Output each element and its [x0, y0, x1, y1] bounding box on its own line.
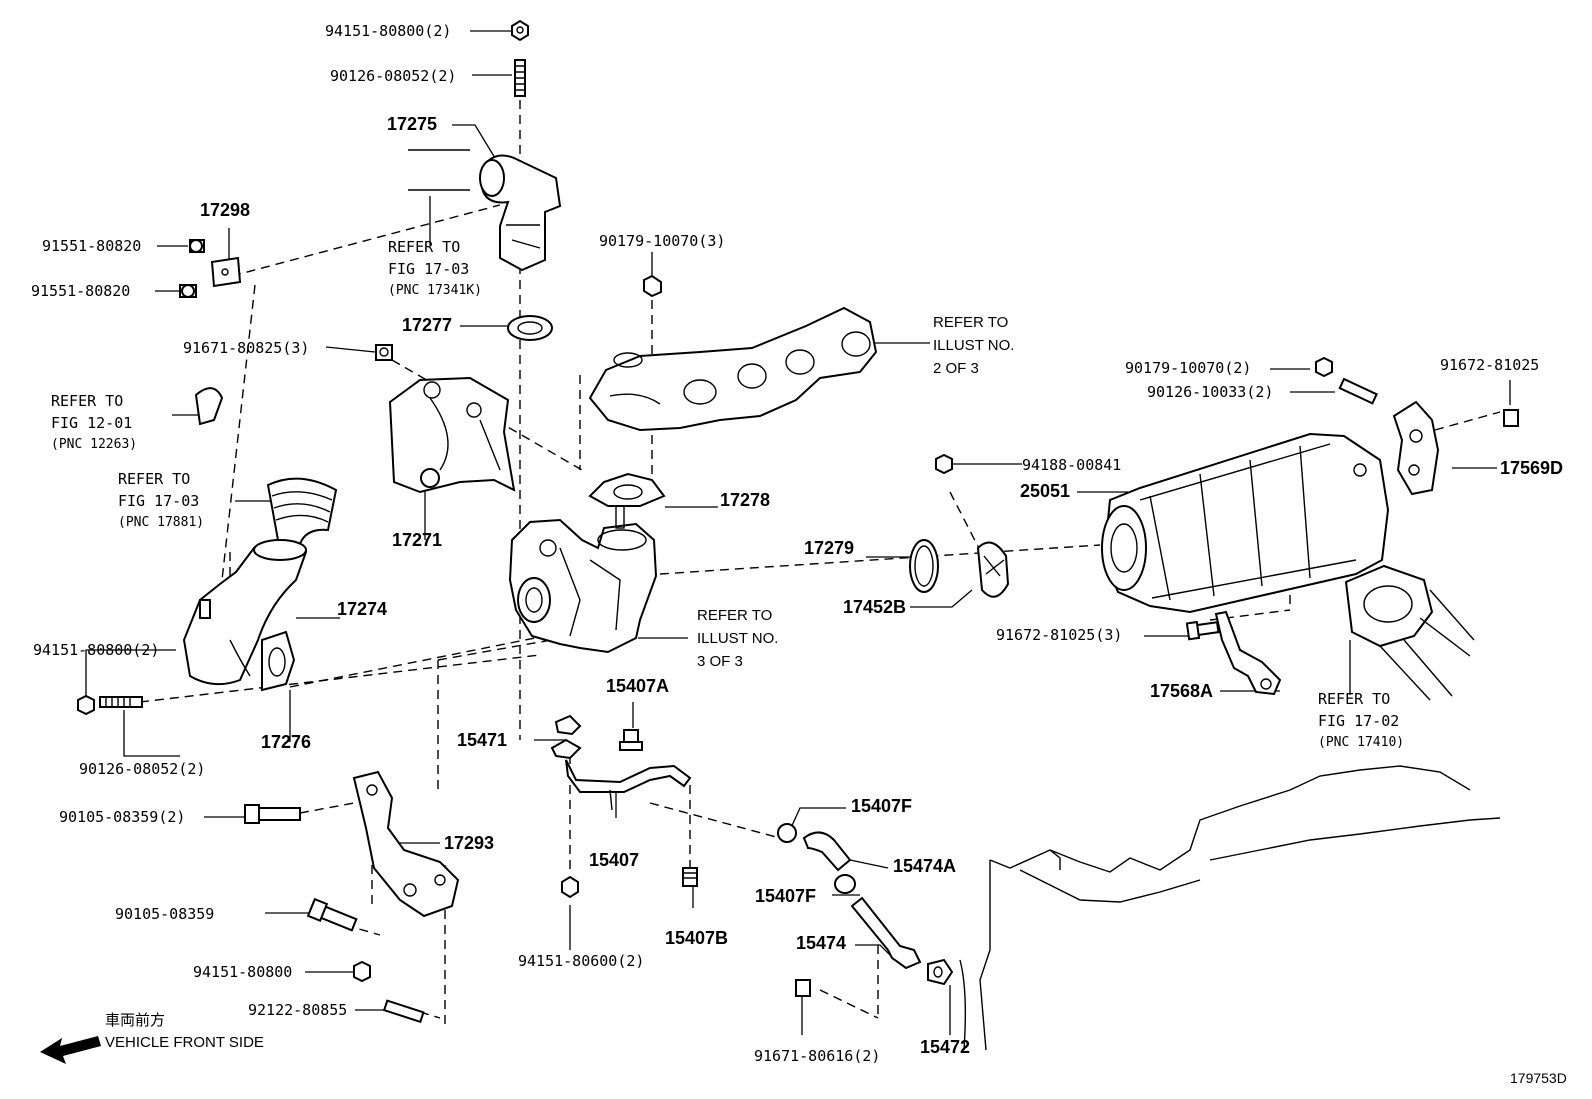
part-exhaust-manifold: [588, 306, 878, 432]
pn-92122-80855: 92122-80855: [248, 1001, 348, 1019]
callout-15407: 15407: [589, 850, 640, 870]
callout-17277: 17277: [402, 315, 453, 335]
pn-91551-80820-b: 91551-80820: [31, 282, 131, 300]
part-15474A-hose: [802, 831, 852, 872]
part-15407F-clamp: [834, 874, 856, 894]
vehicle-front-arrow: [40, 1036, 101, 1064]
part-17278-gasket: [588, 472, 666, 507]
illust-line-3: 2 OF 3: [933, 360, 979, 377]
illust-line-2: ILLUST NO.: [933, 337, 1015, 354]
ref-line-2: FIG 12-01: [51, 414, 133, 432]
illust-line-1: REFER TO: [697, 607, 773, 624]
part-air-hose: [194, 387, 338, 546]
illust-line-2: ILLUST NO.: [697, 630, 779, 647]
ref-line-3: (PNC 17341K): [388, 283, 482, 298]
callout-15407F-lower: 15407F: [755, 886, 817, 906]
ref-fig-17-03-17341K: REFER TO FIG 17-03 (PNC 17341K): [388, 236, 482, 302]
pn-90179-10070-2: 90179-10070(2): [1125, 359, 1252, 377]
ref-line-3: (PNC 17881): [118, 515, 205, 530]
pn-90105-08359: 90105-08359: [115, 905, 215, 923]
part-17452B-clamp: [976, 541, 1010, 598]
pn-91672-81025-3: 91672-81025(3): [996, 626, 1123, 644]
part-front-pipe: [1344, 564, 1475, 701]
illust-line-1: REFER TO: [933, 314, 1009, 331]
pn-94151-80800-top: 94151-80800(2): [325, 22, 452, 40]
part-25051-converter: [1101, 432, 1390, 614]
pn-91671-80825: 91671-80825(3): [183, 339, 310, 357]
pn-94151-80600: 94151-80600(2): [518, 952, 645, 970]
pn-94188-00841: 94188-00841: [1022, 456, 1122, 474]
part-17293-bracket: [352, 770, 460, 918]
pn-90179-10070-3: 90179-10070(3): [599, 232, 726, 250]
ref-line-1: REFER TO: [118, 470, 191, 488]
ref-line-3: (PNC 12263): [51, 437, 138, 452]
callout-17298: 17298: [200, 200, 251, 220]
callout-17275: 17275: [387, 114, 438, 134]
pn-90126-10033: 90126-10033(2): [1147, 383, 1274, 401]
ref-line-2: FIG 17-03: [118, 492, 200, 510]
part-17569D-bracket: [1392, 400, 1440, 496]
ref-fig-12-01-12263: REFER TO FIG 12-01 (PNC 12263): [51, 390, 137, 456]
ref-line-1: REFER TO: [388, 238, 461, 256]
pn-90126-08052-top: 90126-08052(2): [330, 67, 457, 85]
callout-17279: 17279: [804, 538, 855, 558]
leader-lines: [85, 30, 1511, 1035]
pn-90105-08359-2: 90105-08359(2): [59, 808, 186, 826]
ref-illust-2-of-3: REFER TO ILLUST NO. 2 OF 3: [933, 311, 1014, 380]
callout-15407F-upper: 15407F: [851, 796, 913, 816]
part-17568A-bracket: [1214, 610, 1282, 696]
pn-91551-80820-a: 91551-80820: [42, 237, 142, 255]
vehicle-front-caption: 車両前方 VEHICLE FRONT SIDE: [105, 1010, 264, 1054]
part-17277-gasket: [507, 315, 553, 341]
ref-line-3: (PNC 17410): [1318, 735, 1405, 750]
callout-17271: 17271: [392, 530, 443, 550]
callout-17569D: 17569D: [1500, 458, 1564, 478]
part-17274-elbow-pipe: [182, 539, 308, 686]
part-turbocharger: [508, 505, 658, 654]
figure-id: 179753D: [1510, 1070, 1567, 1086]
callout-17276: 17276: [261, 732, 312, 752]
assembly-dashed-lines: [139, 100, 1501, 1025]
part-15472-gasket: [927, 958, 954, 986]
callout-15472: 15472: [920, 1037, 971, 1057]
engine-outline: [959, 765, 1501, 1051]
callout-15471: 15471: [457, 730, 508, 750]
callout-15407A: 15407A: [606, 676, 670, 696]
ref-illust-3-of-3: REFER TO ILLUST NO. 3 OF 3: [697, 604, 778, 673]
fasteners: [77, 19, 1519, 1024]
part-15407-oil-pipe: [550, 714, 692, 811]
callout-15474: 15474: [796, 933, 847, 953]
pn-94151-80800-low: 94151-80800: [193, 963, 293, 981]
callout-25051: 25051: [1020, 481, 1071, 501]
callout-17278: 17278: [720, 490, 771, 510]
callout-15474A: 15474A: [893, 856, 957, 876]
vehicle-front-jp: 車両前方: [105, 1012, 166, 1029]
vehicle-front-en: VEHICLE FRONT SIDE: [105, 1034, 264, 1051]
part-17279-ring: [909, 539, 939, 593]
pn-91672-81025: 91672-81025: [1440, 356, 1540, 374]
callout-17293: 17293: [444, 833, 495, 853]
callout-17452B: 17452B: [843, 597, 907, 617]
ref-line-1: REFER TO: [51, 392, 124, 410]
part-17276-gasket: [261, 630, 296, 692]
pn-90126-08052-left: 90126-08052(2): [79, 760, 206, 778]
ref-fig-17-03-17881: REFER TO FIG 17-03 (PNC 17881): [118, 468, 204, 534]
illust-line-3: 3 OF 3: [697, 653, 743, 670]
part-17275-elbow: [408, 149, 562, 272]
part-15474-pipe: [850, 896, 922, 970]
part-17271-insulator: [388, 376, 516, 494]
callout-17274: 17274: [337, 599, 388, 619]
callout-15407B: 15407B: [665, 928, 729, 948]
ref-line-1: REFER TO: [1318, 690, 1391, 708]
callout-17568A: 17568A: [1150, 681, 1214, 701]
ref-line-2: FIG 17-02: [1318, 712, 1400, 730]
pn-91671-80616: 91671-80616(2): [754, 1047, 881, 1065]
ref-fig-17-02-17410: REFER TO FIG 17-02 (PNC 17410): [1318, 688, 1404, 754]
ref-line-2: FIG 17-03: [388, 260, 470, 278]
pn-94151-80800-left: 94151-80800(2): [33, 641, 160, 659]
